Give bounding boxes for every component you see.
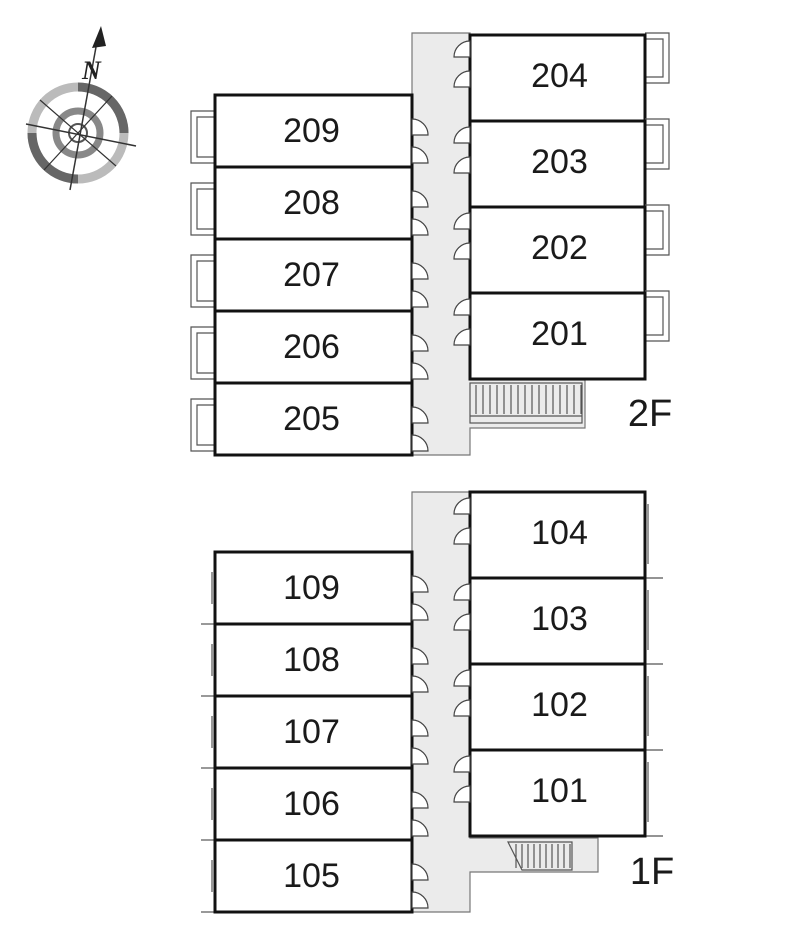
door-icon [453,583,471,631]
floor-1f: 109 108 107 106 105 104 103 102 101 1F [201,490,674,914]
unit-number: 205 [283,400,340,438]
unit-202: 202 [453,204,670,295]
door-icon [411,118,429,164]
unit-number: 208 [283,184,340,222]
unit-208: 208 [190,165,429,241]
right-units-1f: 104 103 102 101 [453,490,663,838]
left-units-2f: 209 208 207 206 205 [190,93,429,457]
unit-205: 205 [190,381,429,457]
unit-104: 104 [453,490,663,580]
unit-201: 201 [453,290,670,381]
unit-204: 204 [453,32,670,123]
floor-label-1f: 1F [630,851,674,893]
door-icon [411,262,429,308]
unit-number: 105 [283,857,340,895]
door-icon [453,40,471,88]
door-icon [453,298,471,346]
unit-number: 209 [283,112,340,150]
door-icon [411,719,429,765]
door-icon [411,791,429,837]
unit-number: 204 [531,57,588,95]
unit-207: 207 [190,237,429,313]
stair-icon-2f [469,382,583,424]
unit-108: 108 [201,622,429,698]
door-icon [411,406,429,452]
floor-2f: 209 208 207 206 205 204 203 202 201 2F [190,32,672,457]
compass-icon: N [25,26,137,191]
unit-number: 202 [531,229,588,267]
unit-203: 203 [453,118,670,209]
unit-number: 203 [531,143,588,181]
unit-102: 102 [453,662,663,752]
unit-number: 104 [531,514,588,552]
north-label: N [81,56,102,85]
unit-101: 101 [453,748,663,838]
unit-109: 109 [201,550,429,626]
unit-206: 206 [190,309,429,385]
door-icon [411,863,429,909]
unit-number: 108 [283,641,340,679]
unit-105: 105 [201,838,429,914]
door-icon [453,212,471,260]
unit-number: 206 [283,328,340,366]
right-units-2f: 204 203 202 201 [453,32,670,381]
door-icon [453,755,471,803]
unit-number: 103 [531,600,588,638]
unit-number: 106 [283,785,340,823]
unit-number: 101 [531,772,588,810]
unit-number: 107 [283,713,340,751]
unit-209: 209 [190,93,429,169]
door-icon [411,334,429,380]
door-icon [411,190,429,236]
stair-icon-1f [507,841,573,871]
unit-107: 107 [201,694,429,770]
door-icon [453,497,471,545]
unit-number: 109 [283,569,340,607]
door-icon [411,647,429,693]
left-units-1f: 109 108 107 106 105 [201,550,429,914]
door-icon [453,126,471,174]
unit-number: 201 [531,315,588,353]
door-icon [453,669,471,717]
floor-label-2f: 2F [628,393,672,435]
unit-number: 102 [531,686,588,724]
door-icon [411,575,429,621]
unit-106: 106 [201,766,429,842]
unit-number: 207 [283,256,340,294]
unit-103: 103 [453,576,663,666]
